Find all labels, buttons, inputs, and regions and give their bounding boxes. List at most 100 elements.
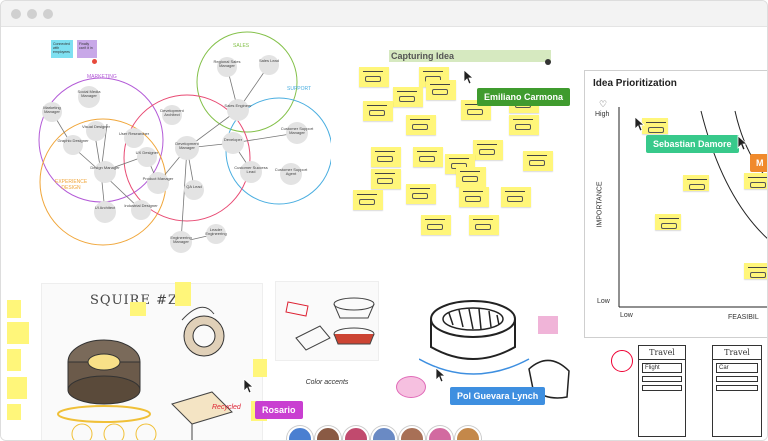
group-experience-label: EXPERIENCE DESIGN xyxy=(55,179,88,191)
sticky-note[interactable] xyxy=(253,359,267,377)
y-high-label: High xyxy=(595,111,610,118)
note-purple[interactable]: Finally can't it in xyxy=(77,40,97,58)
color-accents-sketch[interactable] xyxy=(275,281,379,361)
sticky-note[interactable] xyxy=(406,184,436,204)
sticky-note[interactable] xyxy=(459,187,489,207)
cursor-icon xyxy=(463,69,475,85)
priority-sticky[interactable] xyxy=(744,263,767,279)
sticky-note[interactable] xyxy=(413,147,443,167)
sticky-note[interactable] xyxy=(7,377,27,399)
node-ux-designer[interactable]: UX Designer xyxy=(135,150,159,155)
tyre-drawing xyxy=(57,306,233,440)
node-customer-support-agent[interactable]: Customer Support Agent xyxy=(274,167,308,177)
maximize-window-control[interactable] xyxy=(43,9,53,19)
note-pink[interactable] xyxy=(538,316,558,334)
wireframe-field[interactable] xyxy=(716,376,758,382)
sticky-note[interactable] xyxy=(353,190,383,210)
recycled-note: Recycled xyxy=(212,404,241,411)
node-development-architect[interactable]: Development Architect xyxy=(160,108,184,118)
priority-sticky[interactable] xyxy=(642,118,668,134)
tyre-sketch[interactable]: SQUIRE #Z Recycled xyxy=(41,282,267,440)
priority-sticky[interactable] xyxy=(683,175,709,191)
travel-wireframe-1[interactable]: Travel Flight xyxy=(638,345,686,437)
sticky-note[interactable] xyxy=(469,215,499,235)
travel-wireframe-2[interactable]: Travel Car xyxy=(712,345,762,437)
avatar[interactable] xyxy=(315,426,341,440)
sticky-note[interactable] xyxy=(473,140,503,160)
node-development-manager[interactable]: Development Manager xyxy=(175,141,199,151)
node-social-media-manager[interactable]: Social Media Manager xyxy=(77,89,101,99)
sticky-note[interactable] xyxy=(371,147,401,167)
sticky-note[interactable] xyxy=(406,115,436,135)
whiteboard-canvas[interactable]: Connected with employees Finally can't i… xyxy=(1,27,767,440)
avatar[interactable] xyxy=(343,426,369,440)
x-low-label: Low xyxy=(620,312,633,319)
avatar[interactable] xyxy=(399,426,425,440)
flight-field[interactable]: Flight xyxy=(642,363,682,373)
node-design-manager[interactable]: Design Manager xyxy=(90,165,120,170)
node-visual-designer[interactable]: Visual Designer xyxy=(82,124,110,129)
node-leader-engineering[interactable]: Leader Engineering xyxy=(205,227,227,237)
sticky-note[interactable] xyxy=(7,322,29,344)
avatar[interactable] xyxy=(427,426,453,440)
sticky-note[interactable] xyxy=(523,151,553,171)
comment-marker[interactable] xyxy=(92,59,97,64)
collaborator-tag-emiliano: Emiliano Carmona xyxy=(477,88,571,106)
wireframe-field[interactable] xyxy=(642,376,682,382)
avatar[interactable] xyxy=(287,426,313,440)
priority-sticky[interactable] xyxy=(655,214,681,230)
collaborator-tag-pol: Pol Guevara Lynch xyxy=(450,387,546,405)
node-sales-engineer[interactable]: Sales Engineer xyxy=(224,103,252,108)
capturing-idea-title[interactable]: Capturing Idea xyxy=(389,50,551,62)
sticky-note[interactable] xyxy=(7,300,21,318)
close-window-control[interactable] xyxy=(11,9,21,19)
note-pink-bubble[interactable] xyxy=(396,376,426,398)
y-low-label: Low xyxy=(597,298,610,305)
idea-prioritization-panel[interactable]: Idea Prioritization ♡ High Low IMPORTANC… xyxy=(584,70,767,338)
node-industrial-designer[interactable]: Industrial Designer xyxy=(124,203,158,208)
sticky-note[interactable] xyxy=(393,87,423,107)
node-customer-success-lead[interactable]: Customer Success Lead xyxy=(234,165,268,175)
sticky-note[interactable] xyxy=(421,215,451,235)
wireframe-field[interactable] xyxy=(642,385,682,391)
collaborator-tag-sebastian: Sebastian Damore xyxy=(646,135,739,153)
sticky-note[interactable] xyxy=(359,67,389,87)
mindmap-connections xyxy=(38,31,331,253)
sticky-note[interactable] xyxy=(371,169,401,189)
node-regional-sales-manager[interactable]: Regional Sales Manager xyxy=(213,59,241,69)
heart-icon: ♡ xyxy=(599,99,608,109)
node-ui-architect[interactable]: UI Architect xyxy=(94,205,116,210)
sticky-note[interactable] xyxy=(509,115,539,135)
sticky-note[interactable] xyxy=(7,349,21,371)
sticky-note[interactable] xyxy=(501,187,531,207)
car-field[interactable]: Car xyxy=(716,363,758,373)
node-user-researcher[interactable]: User Researcher xyxy=(118,131,150,136)
node-marketing-manager[interactable]: Marketing Manager xyxy=(43,105,61,115)
wireframe-field[interactable] xyxy=(716,385,758,391)
sticky-note[interactable] xyxy=(426,80,456,100)
avatar[interactable] xyxy=(455,426,481,440)
group-sales-label: SALES xyxy=(233,43,250,49)
node-customer-support-manager[interactable]: Customer Support Manager xyxy=(280,126,314,136)
node-sales-lead[interactable]: Sales Lead xyxy=(258,58,279,63)
sticky-note[interactable] xyxy=(175,282,191,306)
note-cyan[interactable]: Connected with employees xyxy=(51,40,73,58)
node-product-manager[interactable]: Product Manager xyxy=(142,176,174,181)
minimize-window-control[interactable] xyxy=(27,9,37,19)
sticky-note[interactable] xyxy=(7,404,21,420)
node-developer[interactable]: Developer xyxy=(223,137,243,142)
node-graphic-designer[interactable]: Graphic Designer xyxy=(57,138,89,143)
color-accents-note: Color accents xyxy=(305,379,349,386)
group-marketing-label: MARKETING xyxy=(87,74,117,80)
cursor-icon xyxy=(243,378,255,394)
node-qa-lead[interactable]: QA Lead xyxy=(186,184,202,189)
sticky-note[interactable] xyxy=(130,302,146,316)
sticky-note[interactable] xyxy=(363,101,393,121)
collaborator-tag-cut-off: M xyxy=(750,154,767,172)
cursor-icon xyxy=(634,116,646,132)
priority-sticky[interactable] xyxy=(744,173,767,189)
prioritization-axes xyxy=(618,107,767,308)
sticky-note[interactable] xyxy=(456,167,486,187)
avatar[interactable] xyxy=(371,426,397,440)
node-engineering-manager[interactable]: Engineering Manager xyxy=(170,235,192,245)
